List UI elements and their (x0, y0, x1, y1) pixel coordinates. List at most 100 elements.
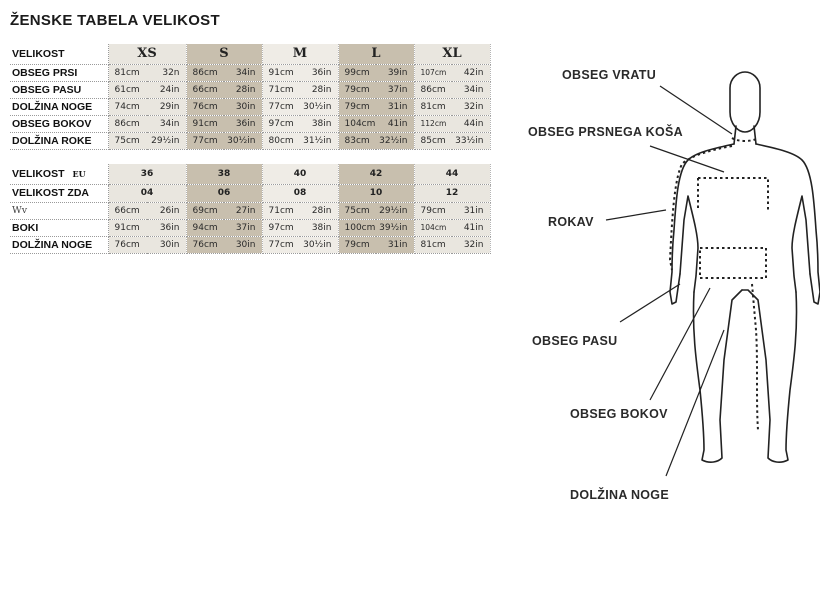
cell-in: 37in (224, 219, 263, 237)
cell-cm: 75cm (108, 132, 147, 150)
cell-cm: 79cm (338, 81, 376, 99)
size-header-xs: XS (108, 44, 187, 65)
label-hips: OBSEG BOKOV (570, 407, 668, 421)
cell-cm: 104cm (338, 115, 376, 133)
us-size-row: VELIKOST ZDA 04 06 08 10 12 (10, 184, 491, 203)
cell-in: 30½in (300, 236, 339, 254)
cell-in: 28in (300, 81, 339, 99)
cell-cm: 76cm (108, 236, 147, 254)
cell-cm: 77cm (186, 132, 224, 150)
label-leg: DOLŽINA NOGE (570, 488, 669, 502)
cell-cm: 71cm (262, 202, 300, 220)
row-label: BOKI (10, 219, 109, 237)
cell-cm: 75cm (338, 202, 376, 220)
cell-cm: 86cm (186, 64, 224, 82)
cell-in: 30in (147, 236, 187, 254)
cell-in: 32in (452, 98, 491, 116)
cell-cm: 74cm (108, 98, 147, 116)
cell-in: 30½in (224, 132, 263, 150)
cell-cm: 91cm (186, 115, 224, 133)
label-waist: OBSEG PASU (532, 334, 618, 348)
eu-size-40: 40 (262, 164, 339, 185)
size-header-s: S (186, 44, 263, 65)
body-measurement-figure: OBSEG VRATU OBSEG PRSNEGA KOŠA ROKAV OBS… (520, 60, 821, 520)
row-label: OBSEG PASU (10, 81, 109, 99)
cell-in: 32½in (376, 132, 415, 150)
eu-size-38: 38 (186, 164, 263, 185)
cell-cm: 77cm (262, 236, 300, 254)
row-label: OBSEG PRSI (10, 64, 109, 82)
size-header-l: L (338, 44, 415, 65)
row-label: DOLŽINA ROKE (10, 132, 109, 150)
cell-in: 44in (452, 115, 491, 133)
cell-in: 31in (452, 202, 491, 220)
cell-cm: 81cm (414, 236, 452, 254)
cell-cm: 81cm (108, 64, 147, 82)
cell-in: 30in (224, 236, 263, 254)
label-chest: OBSEG PRSNEGA KOŠA (528, 125, 683, 139)
label-neck: OBSEG VRATU (562, 68, 657, 82)
cell-cm: 79cm (338, 98, 376, 116)
cell-cm: 76cm (186, 236, 224, 254)
cell-in: 39in (376, 64, 415, 82)
cell-cm: 61cm (108, 81, 147, 99)
cell-cm: 86cm (108, 115, 147, 133)
cell-in: 36in (147, 219, 187, 237)
cell-cm: 91cm (108, 219, 147, 237)
cell-in: 31in (376, 236, 415, 254)
us-size-08: 08 (262, 184, 339, 203)
row-label: Wv (10, 202, 109, 220)
cell-in: 31½in (300, 132, 339, 150)
cell-cm: 112cm (414, 115, 452, 133)
us-size-06: 06 (186, 184, 263, 203)
us-size-12: 12 (414, 184, 491, 203)
cell-in: 33½in (452, 132, 491, 150)
row-label: DOLŽINA NOGE (10, 236, 109, 254)
cell-cm: 104cm (414, 219, 452, 237)
cell-in: 34in (452, 81, 491, 99)
cell-cm: 80cm (262, 132, 300, 150)
cell-in: 31in (376, 98, 415, 116)
cell-cm: 91cm (262, 64, 300, 82)
body-outline-svg (605, 71, 821, 477)
cell-in: 38in (300, 219, 339, 237)
cell-cm: 85cm (414, 132, 452, 150)
cell-in: 39½in (376, 219, 415, 237)
cell-in: 36in (224, 115, 263, 133)
cell-cm: 107cm (414, 64, 452, 82)
cell-in: 29½in (376, 202, 415, 220)
cell-cm: 81cm (414, 98, 452, 116)
size-header-xl: XL (414, 44, 491, 65)
cell-in: 41in (376, 115, 415, 133)
row-label: OBSEG BOKOV (10, 115, 109, 133)
cell-in: 41in (452, 219, 491, 237)
cell-in: 27in (224, 202, 263, 220)
cell-in: 34in (224, 64, 263, 82)
eu-size-44: 44 (414, 164, 491, 185)
cell-cm: 83cm (338, 132, 376, 150)
measurement-lines (668, 137, 769, 431)
cell-in: 38in (300, 115, 339, 133)
cell-cm: 76cm (186, 98, 224, 116)
cell-in: 30½in (300, 98, 339, 116)
cell-cm: 66cm (108, 202, 147, 220)
label-leader-lines (605, 85, 733, 477)
page-title: ŽENSKE TABELA VELIKOST (10, 12, 220, 29)
cell-cm: 79cm (414, 202, 452, 220)
cell-in: 32n (147, 64, 187, 82)
row-label: DOLŽINA NOGE (10, 98, 109, 116)
body-outline (669, 71, 821, 463)
cell-in: 30in (224, 98, 263, 116)
size-header-label: VELIKOST (10, 44, 109, 65)
cell-in: 29½in (147, 132, 187, 150)
table-header-row: VELIKOST XS S M L XL (10, 44, 491, 65)
cell-cm: 97cm (262, 115, 300, 133)
cell-in: 29in (147, 98, 187, 116)
cell-cm: 94cm (186, 219, 224, 237)
